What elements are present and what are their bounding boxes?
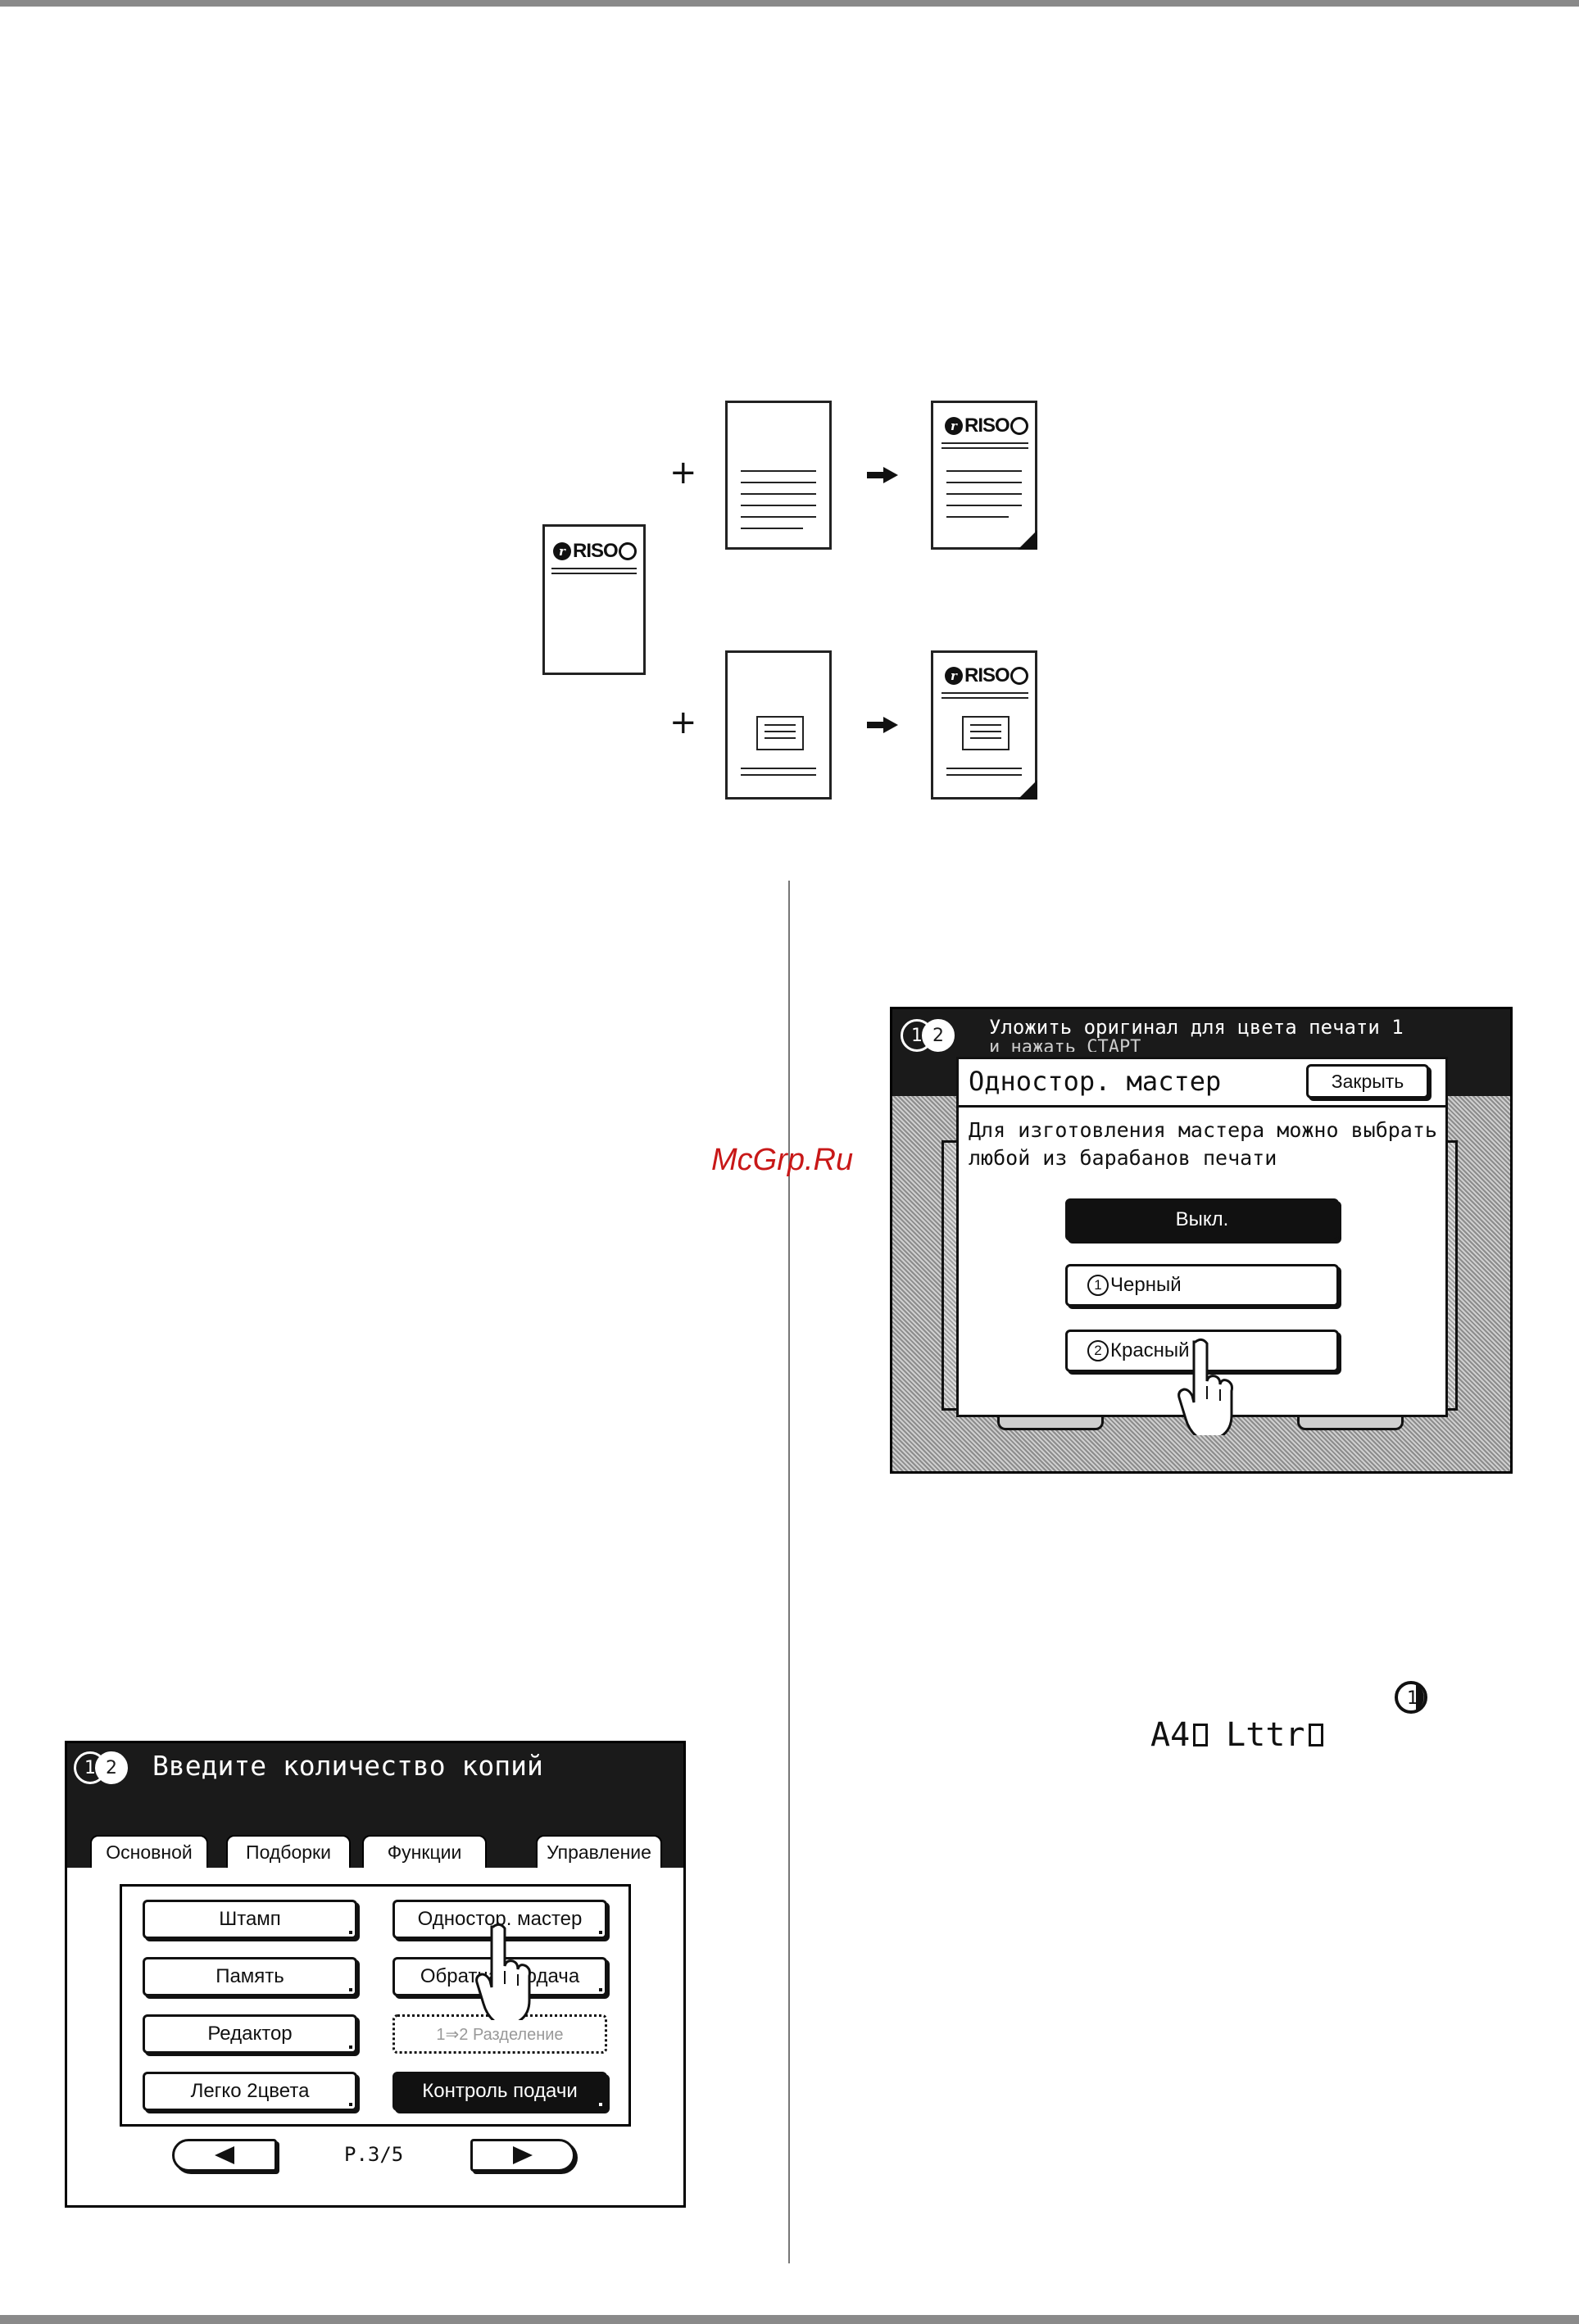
drum-status-icon: 1 2: [901, 1019, 955, 1052]
column-divider: [788, 881, 790, 2263]
drum-status-icon: 1 2: [74, 1751, 128, 1784]
left-arrow-icon: [215, 2146, 234, 2164]
split-1-to-2-button[interactable]: 1⇒2 Разделение: [392, 2014, 607, 2054]
logo-ring-icon: [618, 542, 637, 560]
easy-2-color-button[interactable]: Легко 2цвета: [143, 2072, 357, 2111]
logo-mark: r: [553, 542, 571, 560]
stamp-button[interactable]: Штамп: [143, 1900, 357, 1939]
page-indicator: P.3/5: [344, 2143, 404, 2166]
logo-text: RISO: [573, 540, 619, 562]
result-document-top: r RISO: [931, 401, 1037, 550]
prev-page-button[interactable]: [172, 2139, 277, 2172]
watermark: McGrp.Ru: [711, 1143, 854, 1177]
drum-2-icon: 2: [1087, 1340, 1109, 1361]
dialog-separator: [959, 1105, 1445, 1108]
riso-logo: r RISO: [945, 666, 1028, 686]
tab-selections[interactable]: Подборки: [226, 1835, 351, 1868]
drum-1-icon: 1: [1087, 1275, 1109, 1296]
riso-logo: r RISO: [553, 541, 637, 561]
paper-size-a4: A4: [1150, 1716, 1191, 1754]
riso-logo: r RISO: [945, 416, 1028, 436]
next-page-button[interactable]: [470, 2139, 575, 2172]
panel-message: Введите количество копий: [152, 1750, 543, 1782]
panel-message-line2: и нажать СТАРТ: [989, 1037, 1141, 1052]
tab-management[interactable]: Управление: [536, 1835, 662, 1868]
pointing-hand-icon: [1177, 1338, 1233, 1435]
memory-button[interactable]: Память: [143, 1957, 357, 1996]
top-rule: [0, 0, 1579, 7]
form-document: r RISO: [542, 524, 646, 675]
portrait-sheet-icon: [1308, 1724, 1323, 1746]
editor-button[interactable]: Редактор: [143, 2014, 357, 2054]
panel-message-line1: Уложить оригинал для цвета печати 1: [989, 1016, 1404, 1039]
pointing-hand-icon: [475, 1923, 531, 2020]
arrow-right-icon: [867, 467, 898, 483]
right-arrow-icon: [513, 2146, 533, 2164]
svg-text:1: 1: [1407, 1688, 1418, 1709]
portrait-sheet-icon: [1193, 1724, 1209, 1746]
feed-control-button[interactable]: Контроль подачи: [392, 2072, 607, 2111]
close-button[interactable]: Закрыть: [1306, 1064, 1429, 1099]
dialog-message-line2: любой из барабанов печати: [969, 1146, 1277, 1170]
touch-panel-functions: 1 2 Введите количество копий Основной По…: [65, 1741, 686, 2208]
option-black-button[interactable]: 1 Черный: [1065, 1264, 1339, 1307]
box-document-bottom: [725, 650, 832, 800]
touch-panel-single-master: 1 2 Уложить оригинал для цвета печати 1 …: [890, 1007, 1513, 1474]
plus-sign-bottom: +: [669, 704, 697, 741]
tab-functions[interactable]: Функции: [362, 1835, 487, 1868]
plus-sign-top: +: [669, 454, 697, 492]
paper-size-letter: Lttr: [1226, 1716, 1305, 1754]
bottom-rule: [0, 2315, 1579, 2324]
result-document-bottom: r RISO: [931, 650, 1037, 800]
text-document-top: [725, 401, 832, 550]
tab-basic[interactable]: Основной: [90, 1835, 208, 1868]
drum-1-icon: 1: [1395, 1681, 1427, 1714]
dialog-message-line1: Для изготовления мастера можно выбрать: [969, 1118, 1437, 1142]
option-off-button[interactable]: Выкл.: [1065, 1198, 1339, 1241]
paper-size-line: A4 Lttr: [1150, 1716, 1341, 1754]
arrow-right-icon: [867, 717, 898, 733]
dialog-title: Одностор. мастер: [969, 1066, 1222, 1097]
